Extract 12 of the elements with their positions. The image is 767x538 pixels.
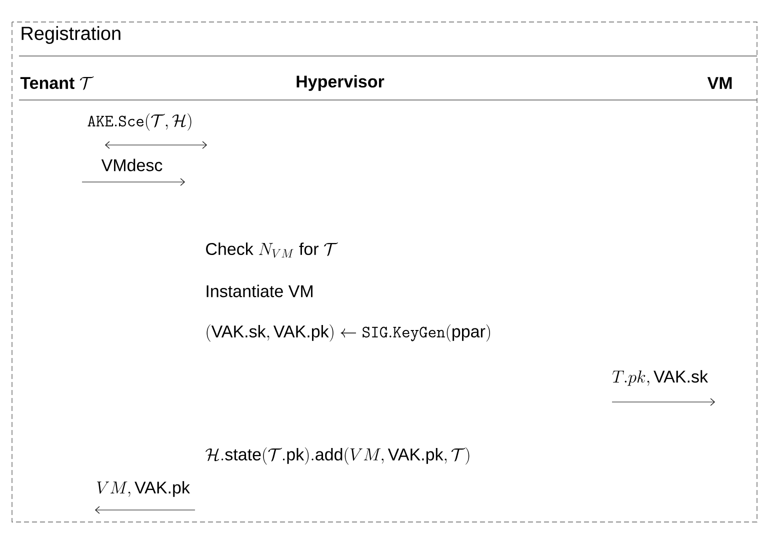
party-heading: VM <box>707 77 732 89</box>
protocol-step: Instantiate VM <box>206 284 312 298</box>
protocol-step: $\mathcal{H}.\text{state}(\mathcal{T}.\text{pk}).\text{add}(VM,\text{VAK.pk},\mathcal{T})$ <box>206 447 470 465</box>
message-label: $T.pk,\text{VAK.sk}$ <box>612 370 708 386</box>
protocol-step: $\text{Check }N_{VM}\text{ for }\mathcal{T}$ <box>206 242 338 258</box>
party-heading: $\textbf{Tenant}\ \mathcal{T}$ <box>20 76 94 90</box>
message-label: $VM,\text{VAK.pk}$ <box>97 481 190 497</box>
message-label: $\mathtt{AKE.Sce}(\mathcal{T},\mathcal{H})$ <box>88 113 192 131</box>
message-label: VMdesc <box>101 158 162 172</box>
party-heading: Hypervisor <box>296 75 384 91</box>
protocol-step: $(\text{VAK.sk},\text{VAK.pk})\leftarrow\mathtt{SIG.KeyGen}(\text{ppar})$ <box>206 324 490 342</box>
title: Registration <box>22 26 120 44</box>
